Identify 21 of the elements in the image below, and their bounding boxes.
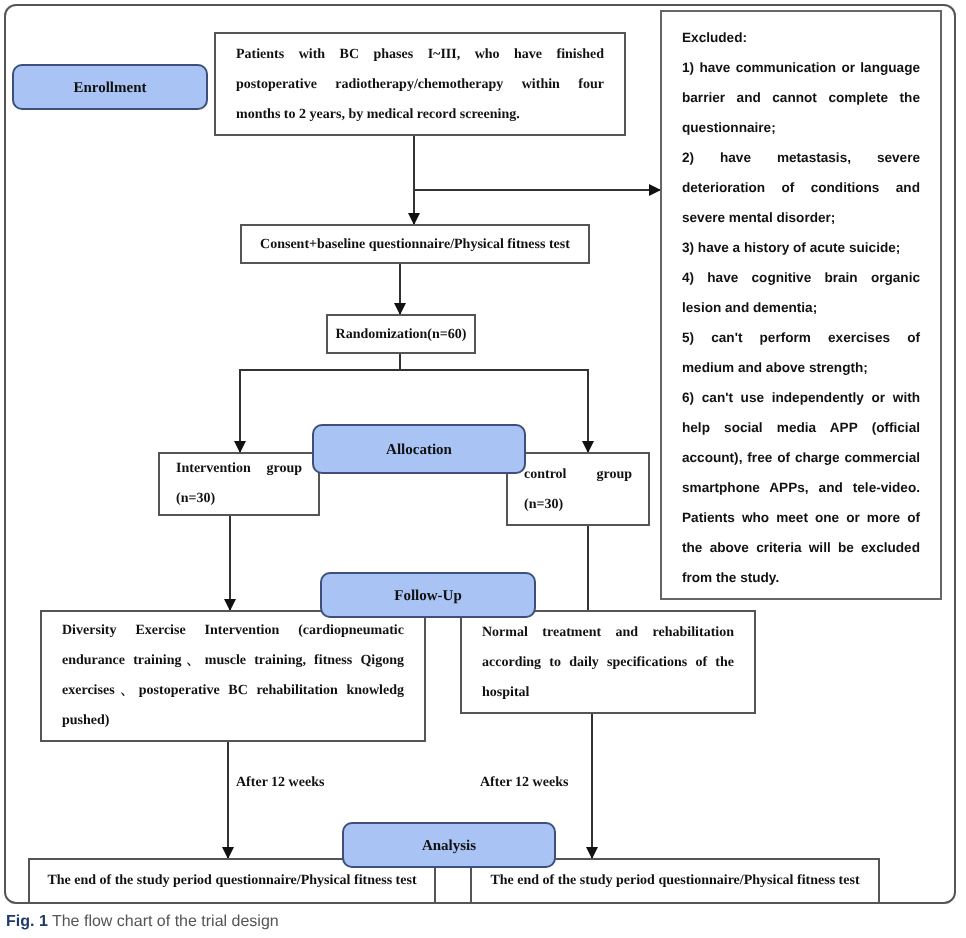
process-box (214, 32, 626, 136)
process-box (28, 858, 436, 904)
group-box (506, 452, 650, 526)
exclusion-box (660, 10, 942, 600)
arrow (413, 135, 661, 196)
stage-label (12, 64, 208, 110)
group-box (158, 452, 320, 516)
process-box (240, 224, 590, 264)
process-box (40, 610, 426, 742)
process-box (326, 314, 476, 354)
arrow (394, 263, 406, 315)
figure-caption: Fig. 1 The flow chart of the trial design (6, 910, 279, 934)
process-box (460, 610, 756, 714)
stage-label (342, 822, 556, 868)
arrow (224, 515, 236, 611)
arrow (222, 741, 234, 859)
arrow (586, 713, 598, 859)
stage-label (320, 572, 536, 618)
process-box (470, 858, 880, 904)
stage-label (312, 424, 526, 474)
arrow (399, 353, 594, 453)
